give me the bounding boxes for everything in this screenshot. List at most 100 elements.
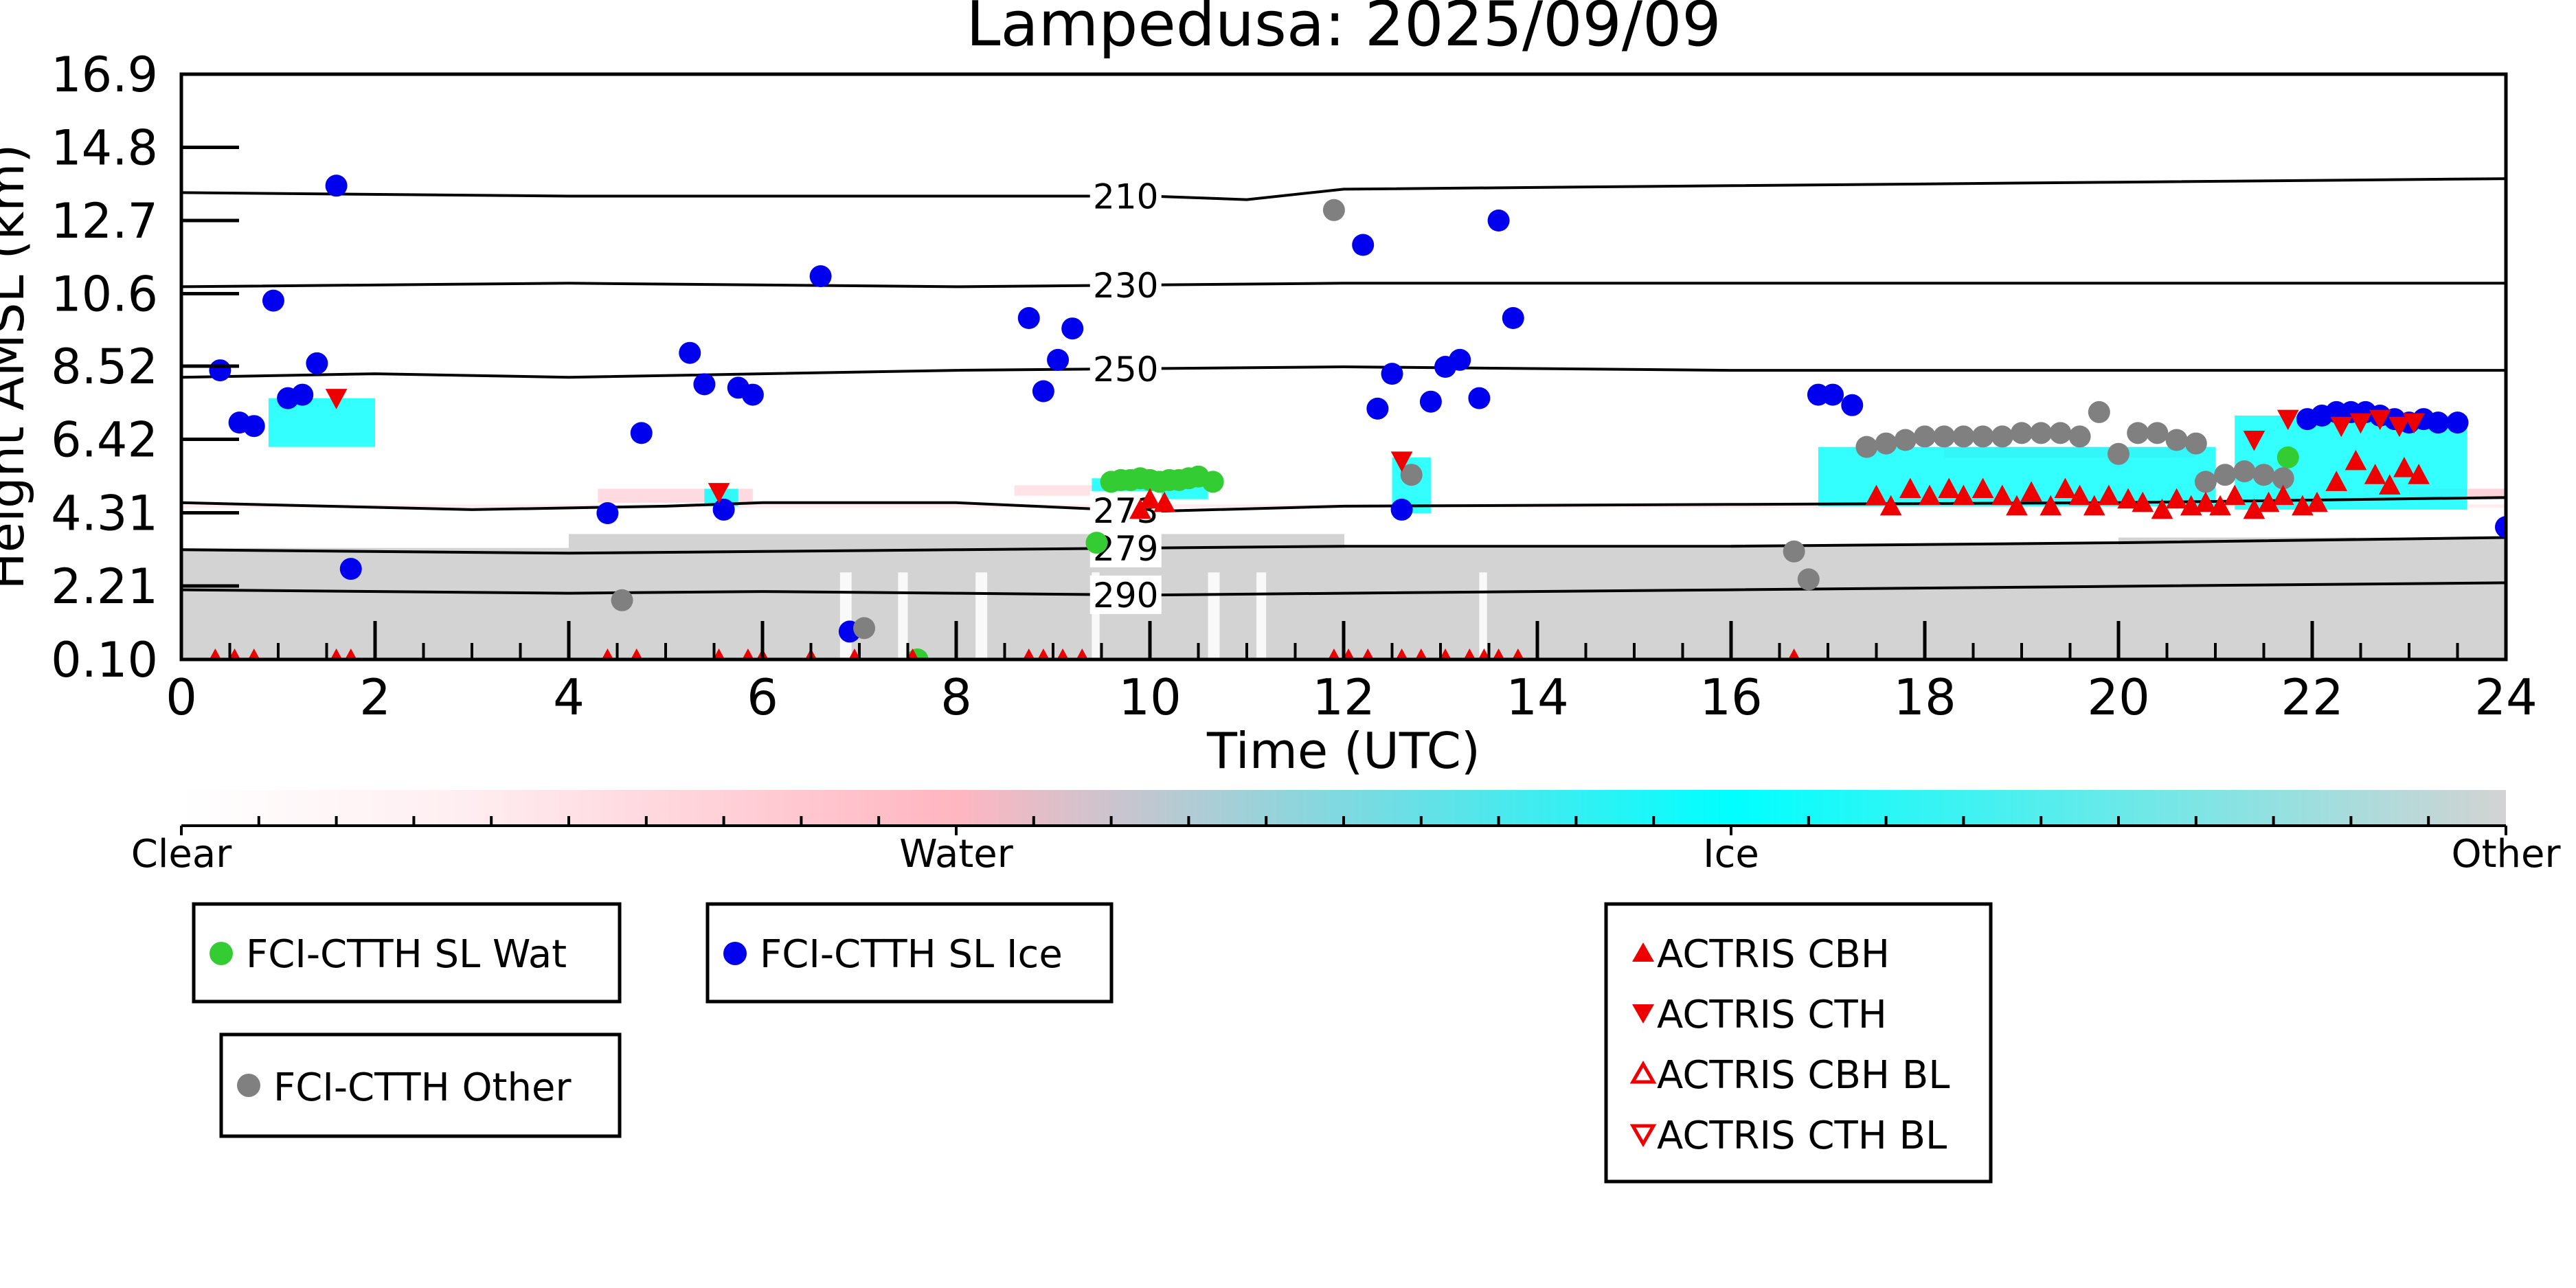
marker-actris-cbh [2209, 495, 2231, 516]
marker-fci-other [1875, 432, 1897, 455]
marker-actris-cbh [2378, 474, 2401, 495]
legend-box [192, 902, 622, 1004]
background-gap [1479, 572, 1487, 659]
marker-fci-ice [1352, 234, 1375, 256]
y-tick-label: 10.6 [51, 267, 158, 323]
background-other-block [1731, 544, 1756, 659]
background-other-block [1876, 544, 1901, 659]
background-other-block [1609, 547, 1635, 659]
legend-fci-ice: FCI-CTTH SL Ice [705, 902, 1114, 1004]
background-other-block [1755, 544, 1781, 659]
background-other-block [2119, 537, 2144, 659]
marker-fci-wat [1201, 471, 1224, 493]
isotherm-line [181, 177, 2506, 201]
marker-fci-other [1894, 429, 1917, 451]
marker-actris-cth [2369, 409, 2391, 431]
marker-actris-cbh [1129, 498, 1151, 519]
background-other-block [1973, 544, 1998, 659]
marker-actris-cth [2330, 416, 2353, 438]
marker-actris-cth [2276, 409, 2299, 431]
background-other-block [423, 547, 449, 659]
marker-actris-cbh [2408, 464, 2430, 484]
marker-actris-cbh [2020, 481, 2042, 502]
background-other-block [229, 547, 255, 659]
marker-fci-other [2127, 422, 2149, 444]
x-axis-label: Time (UTC) [1206, 722, 1480, 780]
background-other-block [1537, 547, 1563, 659]
marker-fci-ice [1366, 397, 1389, 420]
legend-label-actris-cth-bl: ACTRIS CTH BL [1657, 1114, 1947, 1158]
marker-fci-wat [1085, 532, 1108, 554]
legend-label-fci-ice: FCI-CTTH SL Ice [760, 932, 1063, 977]
y-tick-label: 2.21 [51, 558, 158, 615]
marker-actris-cth [2403, 413, 2425, 434]
marker-fci-other [1797, 568, 1820, 591]
background-other-block [2167, 537, 2192, 659]
y-axis-label: Height AMSL (km) [0, 144, 35, 590]
marker-actris-cbh [1991, 484, 2013, 506]
background-other-block [2143, 537, 2168, 659]
y-tick-label: 6.42 [51, 411, 158, 468]
background-other-block [1658, 547, 1684, 659]
background-other-block [2336, 537, 2362, 659]
background-other-block [666, 534, 691, 659]
marker-actris-cbh [2195, 491, 2217, 512]
background-other-block [1344, 547, 1369, 659]
background-other-block [641, 534, 666, 659]
background-other-block [1828, 544, 1853, 659]
marker-actris-cbh [1153, 491, 1175, 512]
legend-label-fci-other: FCI-CTTH Other [273, 1065, 572, 1110]
background-other-block [1706, 547, 1732, 659]
background-other-block [1561, 547, 1587, 659]
background-other-block [1174, 534, 1199, 659]
marker-fci-ice [1390, 498, 1413, 521]
background-other-block [1779, 544, 1805, 659]
marker-actris-cbh [2132, 491, 2154, 512]
background-other-block [1900, 544, 1925, 659]
legend-marker-actris-cbh-bl [1629, 1060, 1657, 1084]
marker-actris-cbh [2272, 484, 2294, 506]
y-tick-label: 8.52 [51, 339, 158, 395]
marker-fci-other [1855, 436, 1878, 458]
y-tick-label: 16.9 [51, 47, 158, 103]
background-other-block [496, 547, 521, 659]
background-gap [975, 572, 988, 659]
marker-fci-other [2011, 422, 2033, 444]
isotherm-label-background [1089, 266, 1162, 305]
marker-fci-ice [1032, 380, 1054, 403]
colorbar: Clear Water Ice Other [131, 790, 2561, 877]
legend-marker-fci-other [237, 1074, 260, 1097]
marker-fci-other [2233, 460, 2256, 483]
background-other-block [907, 534, 933, 659]
background-other-block [302, 547, 328, 659]
x-tick-label: 24 [2474, 668, 2538, 726]
isotherm-label: 250 [1093, 350, 1158, 389]
background-other-block [2239, 537, 2265, 659]
marker-fci-other [611, 589, 633, 611]
legend-marker-fci-ice [723, 942, 747, 965]
marker-fci-ice [1449, 348, 1471, 371]
marker-fci-other [1914, 425, 1936, 448]
marker-fci-ice [2427, 411, 2450, 434]
marker-fci-ice [596, 502, 619, 524]
marker-actris-cbh [2243, 498, 2266, 519]
legend-box [705, 902, 1114, 1004]
marker-fci-ice [712, 498, 735, 521]
marker-fci-ice [809, 265, 832, 288]
legend-marker-fci-wat [210, 942, 233, 965]
marker-fci-ice [1017, 307, 1040, 329]
background-other-block [1319, 534, 1344, 659]
background-other-block [1949, 544, 1974, 659]
legend-marker-actris-cbh [1632, 942, 1654, 962]
marker-fci-ice [693, 373, 716, 396]
isotherm-label: 210 [1093, 177, 1158, 217]
background-other-block [1053, 534, 1078, 659]
background-gap [1208, 572, 1220, 659]
marker-fci-ice [679, 341, 701, 364]
marker-fci-other [1400, 464, 1423, 486]
legend-fci-wat: FCI-CTTH SL Wat [192, 902, 622, 1004]
marker-fci-ice [1468, 387, 1491, 409]
background-gap [1256, 572, 1267, 659]
background-other-block [205, 547, 231, 659]
